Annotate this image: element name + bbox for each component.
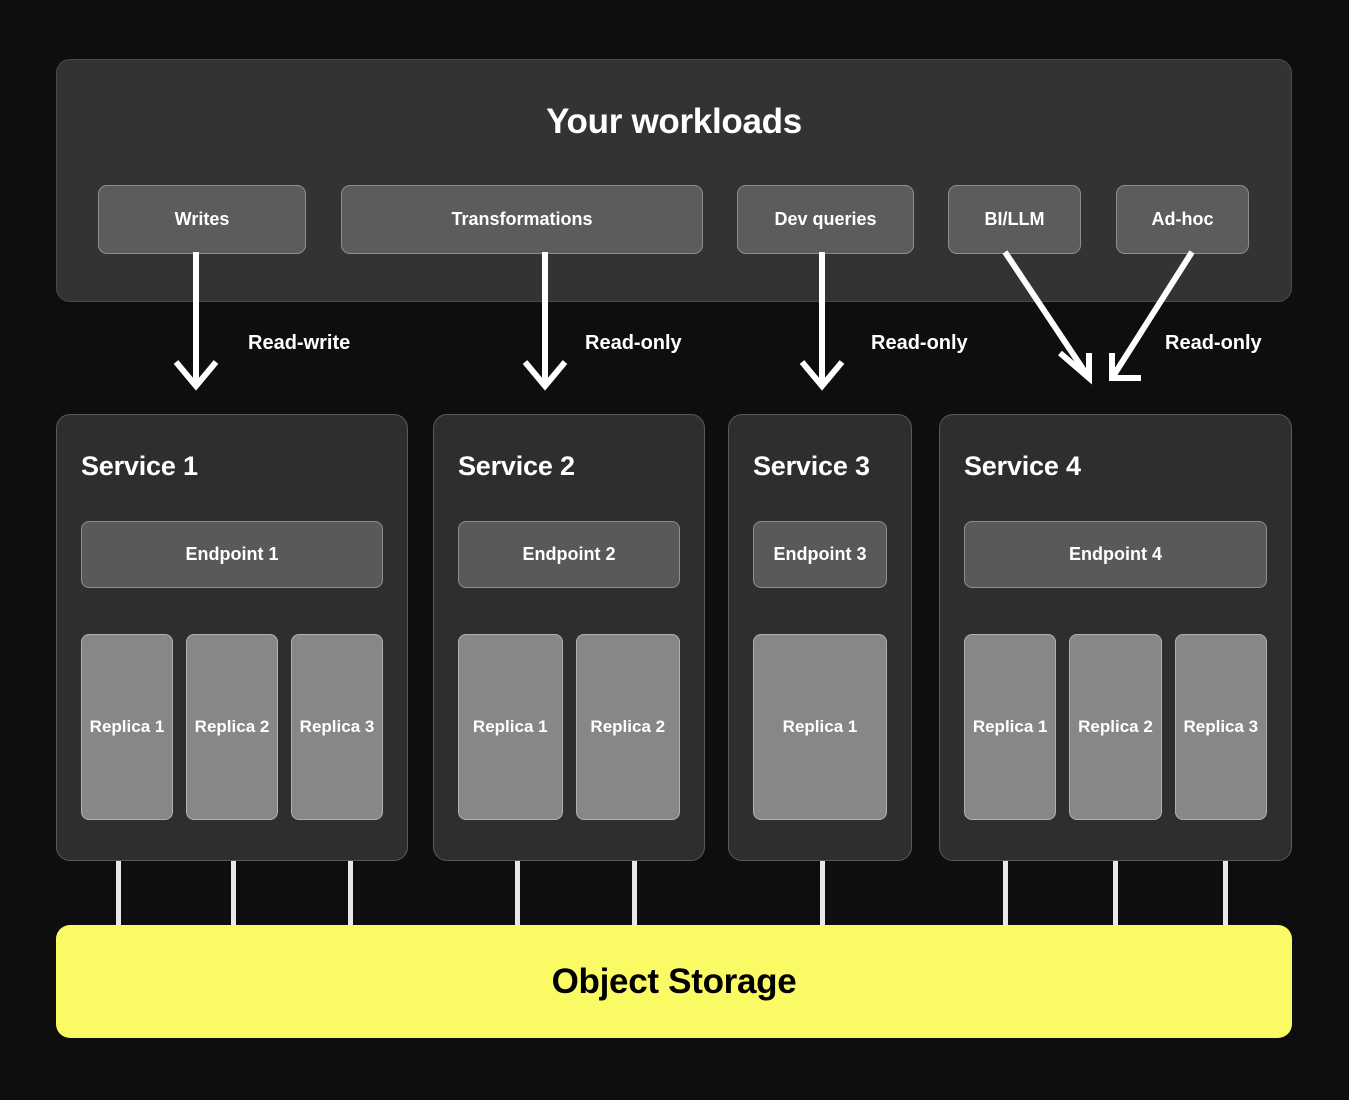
service-title: Service 3 — [753, 451, 870, 481]
arrow-label-read-only-3: Read-only — [1165, 332, 1262, 354]
service-title: Service 2 — [458, 451, 575, 481]
replica-box[interactable]: Replica 3 — [1174, 634, 1267, 820]
workload-box-dev-queries[interactable]: Dev queries — [737, 185, 914, 254]
service-panel-2[interactable]: Service 2 Endpoint 2 Replica 1 Replica 2 — [433, 414, 705, 861]
replica-row: Replica 1 Replica 2 — [458, 634, 680, 820]
replica-label: Replica 3 — [299, 717, 375, 736]
replica-box[interactable]: Replica 1 — [964, 634, 1057, 820]
replica-label: Replica 2 — [194, 717, 270, 736]
replica-row: Replica 1 Replica 2 Replica 3 — [81, 634, 383, 820]
replica-box[interactable]: Replica 2 — [186, 634, 278, 820]
replica-row: Replica 1 Replica 2 Replica 3 — [964, 634, 1267, 820]
replica-label: Replica 2 — [590, 717, 666, 736]
workload-label: Transformations — [451, 209, 593, 229]
service-title: Service 1 — [81, 451, 198, 481]
arrow-label-read-only-1: Read-only — [585, 332, 682, 354]
replica-label: Replica 1 — [782, 717, 858, 736]
endpoint-label: Endpoint 3 — [773, 544, 867, 564]
endpoint-label: Endpoint 2 — [522, 544, 616, 564]
arrow-head-writes — [173, 360, 219, 391]
endpoint-box[interactable]: Endpoint 3 — [753, 521, 887, 588]
arrow-head-bi-llm — [1058, 350, 1092, 385]
replica-box[interactable]: Replica 2 — [1069, 634, 1162, 820]
workload-label: BI/LLM — [984, 209, 1045, 229]
storage-connector — [820, 861, 825, 925]
workload-label: Dev queries — [774, 209, 877, 229]
workload-label: Ad-hoc — [1151, 209, 1214, 229]
service-panel-1[interactable]: Service 1 Endpoint 1 Replica 1 Replica 2… — [56, 414, 408, 861]
replica-box[interactable]: Replica 1 — [458, 634, 563, 820]
endpoint-box[interactable]: Endpoint 1 — [81, 521, 383, 588]
replica-box[interactable]: Replica 1 — [753, 634, 887, 820]
replica-label: Replica 3 — [1183, 717, 1259, 736]
workload-label: Writes — [174, 209, 230, 229]
service-panel-3[interactable]: Service 3 Endpoint 3 Replica 1 — [728, 414, 912, 861]
replica-box[interactable]: Replica 3 — [291, 634, 383, 820]
replica-label: Replica 1 — [972, 717, 1048, 736]
endpoint-label: Endpoint 1 — [185, 544, 279, 564]
endpoint-label: Endpoint 4 — [1069, 544, 1162, 564]
replica-box[interactable]: Replica 1 — [81, 634, 173, 820]
object-storage-label: Object Storage — [551, 961, 797, 1001]
replica-row: Replica 1 — [753, 634, 887, 820]
storage-connector — [632, 861, 637, 925]
workload-box-writes[interactable]: Writes — [98, 185, 306, 254]
service-title: Service 4 — [964, 451, 1081, 481]
arrow-head-ad-hoc — [1109, 353, 1141, 381]
workload-box-ad-hoc[interactable]: Ad-hoc — [1116, 185, 1249, 254]
object-storage-bar[interactable]: Object Storage — [56, 925, 1292, 1038]
workload-box-transformations[interactable]: Transformations — [341, 185, 703, 254]
workloads-panel: Your workloads Writes Transformations De… — [56, 59, 1292, 302]
endpoint-box[interactable]: Endpoint 4 — [964, 521, 1267, 588]
storage-connector — [348, 861, 353, 925]
storage-connector — [231, 861, 236, 925]
service-panel-4[interactable]: Service 4 Endpoint 4 Replica 1 Replica 2… — [939, 414, 1292, 861]
replica-label: Replica 2 — [1078, 717, 1153, 736]
replica-box[interactable]: Replica 2 — [575, 634, 680, 820]
arrow-label-read-write: Read-write — [248, 332, 351, 354]
arrow-label-read-only-2: Read-only — [871, 332, 968, 354]
storage-connector — [1223, 861, 1228, 925]
endpoint-box[interactable]: Endpoint 2 — [458, 521, 680, 588]
arrow-head-dev-queries — [799, 360, 845, 391]
workload-box-bi-llm[interactable]: BI/LLM — [948, 185, 1081, 254]
storage-connector — [1003, 861, 1008, 925]
storage-connector — [1113, 861, 1118, 925]
storage-connector — [515, 861, 520, 925]
arrow-head-transformations — [522, 360, 568, 391]
replica-label: Replica 1 — [89, 717, 165, 736]
replica-label: Replica 1 — [472, 717, 548, 736]
workloads-title: Your workloads — [546, 102, 802, 141]
storage-connector — [116, 861, 121, 925]
